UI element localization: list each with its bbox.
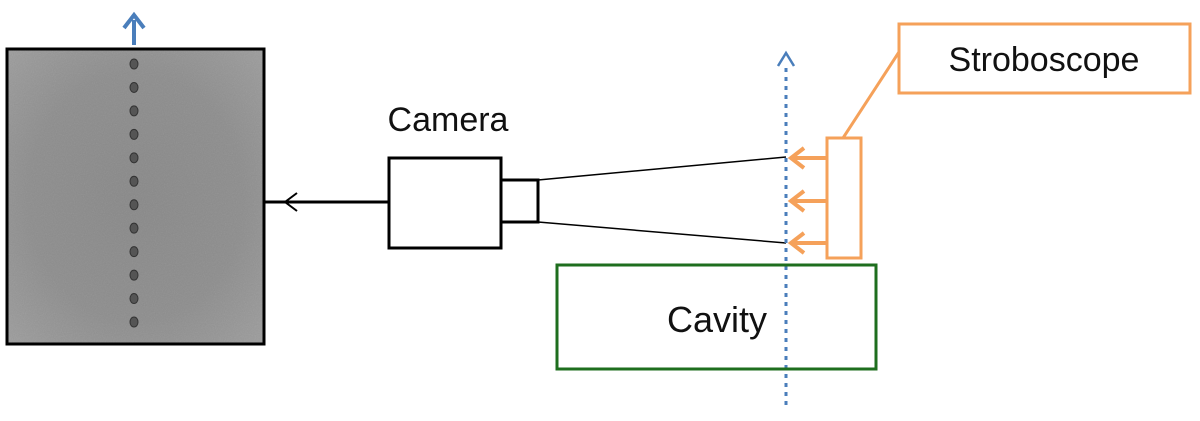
stroboscope: Stroboscope <box>787 22 1192 260</box>
cavity-box <box>555 263 878 371</box>
droplet <box>129 316 139 328</box>
cavity-label: Cavity <box>667 299 767 340</box>
captured-image-panel <box>5 47 266 346</box>
droplet <box>129 199 139 211</box>
stroboscope-label: Stroboscope <box>949 41 1140 79</box>
camera-label: Camera <box>388 101 509 139</box>
field-of-view-lower-line <box>537 221 787 244</box>
droplet-column <box>129 58 139 328</box>
camera-body <box>387 156 503 250</box>
light-arrows <box>787 146 827 255</box>
droplet <box>129 222 139 234</box>
light-arrow-icon <box>787 189 827 213</box>
droplet <box>129 246 139 258</box>
field-of-view-upper-line <box>537 156 787 181</box>
stroboscope-connector <box>841 51 901 139</box>
light-arrow-icon <box>787 146 827 170</box>
camera-lens <box>499 178 540 224</box>
camera-output-arrow-icon <box>265 192 389 212</box>
droplet <box>129 293 139 305</box>
droplet <box>129 175 139 187</box>
trajectory-arrow-icon <box>776 50 796 67</box>
droplet <box>129 58 139 70</box>
cavity: Cavity <box>555 263 878 371</box>
droplet <box>129 105 139 117</box>
image-flow-arrow-icon <box>122 11 146 45</box>
captured-image-frame <box>5 47 266 346</box>
droplet <box>129 152 139 164</box>
camera: Camera <box>387 101 787 250</box>
droplet <box>129 128 139 140</box>
trajectory-line <box>776 50 796 410</box>
droplet <box>129 81 139 93</box>
droplet <box>129 269 139 281</box>
stroboscope-lamp <box>825 136 863 260</box>
light-arrow-icon <box>787 231 827 255</box>
stroboscope-label-box <box>897 22 1192 95</box>
